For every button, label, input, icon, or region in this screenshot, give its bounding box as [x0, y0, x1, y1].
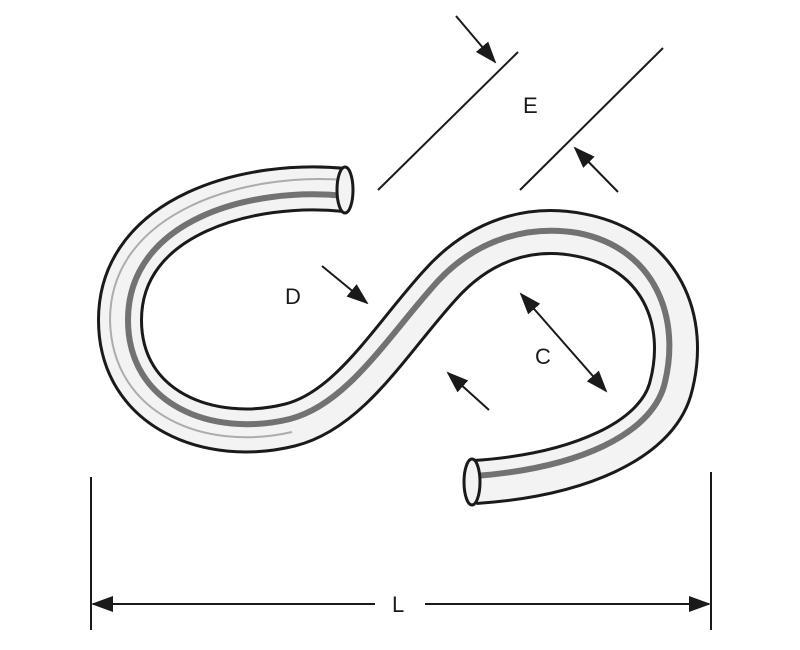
e-extension-line-left [377, 51, 519, 191]
label-e: E [523, 93, 538, 118]
label-d: D [285, 284, 301, 309]
label-c: C [535, 344, 551, 369]
d-arrow-top [321, 265, 369, 305]
dimension-d: D [285, 265, 490, 411]
dimension-l: L [90, 472, 712, 630]
dimension-c: C [519, 292, 608, 393]
dimension-e: E [377, 15, 664, 193]
label-l: L [392, 592, 404, 617]
s-hook-shape [96, 165, 699, 507]
e-arrow-bottom [573, 146, 619, 193]
e-extension-line-right [519, 47, 664, 191]
e-arrow-top [455, 15, 497, 64]
c-double-arrow [519, 292, 608, 393]
d-arrow-bottom [446, 371, 490, 411]
